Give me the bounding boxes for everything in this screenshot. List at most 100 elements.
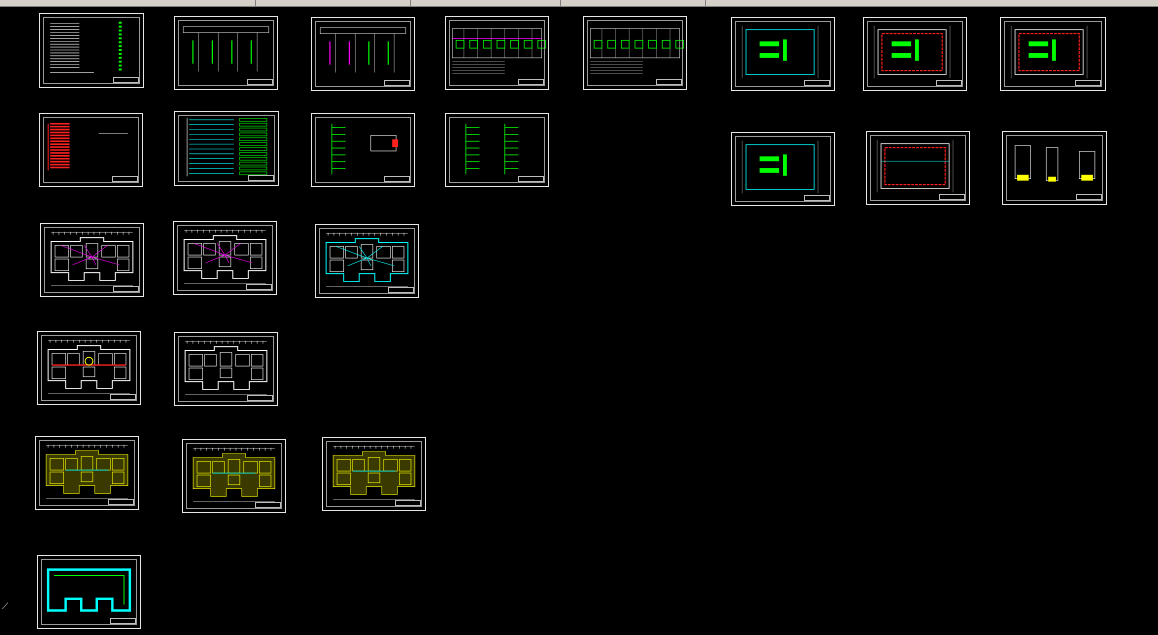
wiring-run (224, 243, 241, 256)
circuit-label (239, 166, 268, 171)
room-outline (1014, 29, 1084, 75)
room-outline (187, 243, 202, 256)
equipment (1028, 41, 1049, 47)
drawing-sheet-floor-plan[interactable] (173, 221, 277, 295)
title-block (518, 176, 544, 182)
drawing-sheet-room-plan[interactable] (866, 131, 970, 205)
room-outline (187, 256, 202, 269)
room-outline (392, 259, 405, 272)
drawing-sheet-system-tree[interactable] (445, 113, 549, 187)
room-outline (203, 243, 216, 256)
room-outline (392, 246, 405, 259)
toolbar-separator (560, 0, 561, 6)
title-block (112, 176, 138, 182)
room-outline (82, 366, 96, 378)
detail-box (1014, 145, 1031, 179)
equipment (759, 53, 780, 58)
drawing-sheet-room-plan[interactable] (863, 17, 967, 91)
room-outline (51, 353, 66, 366)
room-outline (745, 144, 815, 190)
toolbar-separator (255, 0, 256, 6)
circuit-label (239, 122, 268, 127)
toolbar-separator (410, 0, 411, 6)
room-outline (70, 245, 83, 258)
wiring-run (60, 245, 93, 258)
drawing-sheet-riser[interactable] (311, 17, 415, 91)
title-block (113, 77, 139, 83)
room-outline (80, 471, 94, 483)
drawing-sheet-wiring[interactable] (174, 111, 279, 186)
room-outline (345, 246, 358, 259)
wiring-run (91, 256, 97, 265)
schedule-table (590, 28, 680, 59)
room-outline (399, 459, 412, 472)
room-outline (376, 246, 391, 259)
drawing-sheet-floor-plan[interactable] (40, 223, 144, 297)
roof-outline (46, 568, 132, 612)
room-outline (250, 256, 263, 269)
wiring-run (216, 243, 226, 256)
drawing-sheet-riser[interactable] (174, 16, 278, 90)
detail-box (1079, 151, 1096, 179)
drawing-sheet-room-plan[interactable] (731, 132, 835, 206)
room-outline (218, 256, 232, 268)
circuit-label (239, 132, 268, 137)
title-block (255, 502, 281, 508)
wiring-run (366, 257, 395, 267)
room-outline (117, 258, 130, 271)
wiring-run (366, 257, 372, 266)
room-outline (259, 461, 272, 474)
detail-fill (1017, 174, 1029, 181)
wiring-run (193, 243, 226, 256)
wiring-run (335, 246, 368, 259)
room-outline (101, 245, 116, 258)
drawing-sheet-schedule[interactable] (445, 16, 549, 90)
room-outline (219, 352, 233, 367)
drawing-sheet-room-plan[interactable] (1000, 17, 1106, 91)
drawing-sheet-floor-plan[interactable] (37, 331, 141, 405)
drawing-sheet-floor-plan[interactable] (322, 437, 426, 511)
room-outline (877, 29, 947, 75)
room-outline (67, 353, 80, 366)
wiring-run (358, 246, 368, 259)
symbol (634, 39, 644, 49)
room-outline (51, 366, 66, 379)
room-outline (112, 458, 125, 471)
building-outline (47, 345, 131, 389)
circuit-label (239, 161, 268, 166)
title-block (395, 500, 421, 506)
symbol (661, 39, 671, 49)
title-block (110, 618, 136, 624)
ucs-axis-icon: ⟋ (2, 602, 9, 612)
symbol (469, 39, 478, 49)
room-outline (880, 143, 950, 189)
drawing-sheet-roof-plan[interactable] (37, 555, 141, 629)
drawing-sheet-index[interactable] (39, 13, 144, 88)
room-outline (218, 241, 232, 256)
title-block (388, 287, 414, 293)
drawing-sheet-panel-list[interactable] (39, 113, 143, 187)
drawing-sheet-details[interactable] (1002, 131, 1107, 205)
drawing-canvas[interactable]: ⟋ (0, 7, 1158, 635)
drawing-sheet-floor-plan[interactable] (35, 436, 139, 510)
fixture-symbol (84, 356, 94, 366)
drawing-sheet-floor-plan[interactable] (182, 439, 286, 513)
title-block (656, 79, 682, 85)
room-outline (54, 258, 69, 271)
circuit-label (239, 127, 268, 132)
room-outline (360, 244, 374, 259)
room-outline (329, 246, 344, 259)
drawing-sheet-floor-plan[interactable] (174, 332, 278, 406)
toolbar-strip[interactable] (0, 0, 1158, 7)
cable-tray (881, 32, 943, 72)
title-block (248, 175, 274, 181)
drawing-sheet-schedule[interactable] (583, 16, 687, 90)
drawing-sheet-system-tree[interactable] (311, 113, 415, 187)
drawing-sheet-floor-plan[interactable] (315, 224, 419, 298)
drawing-sheet-room-plan[interactable] (731, 17, 835, 91)
cable-tray (1018, 32, 1080, 72)
equipment (891, 41, 912, 47)
wiring-run (91, 245, 108, 258)
room-outline (399, 472, 412, 485)
